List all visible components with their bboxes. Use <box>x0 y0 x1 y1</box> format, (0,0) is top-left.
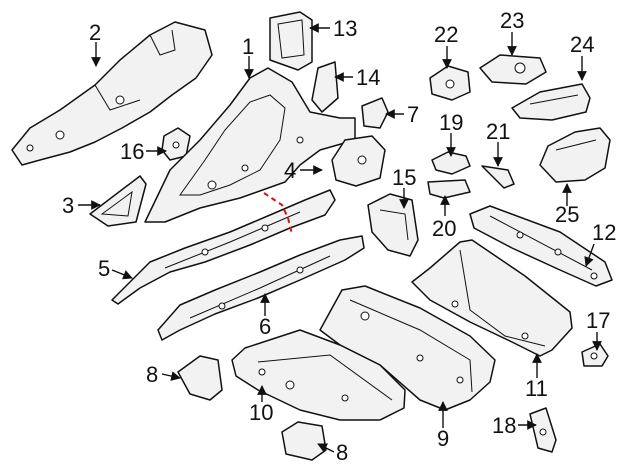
callout-3: 3 <box>62 193 74 218</box>
callout-25: 25 <box>555 202 579 227</box>
part-7-bracket <box>361 97 389 129</box>
callout-19: 19 <box>439 110 463 135</box>
callout-18: 18 <box>492 413 516 438</box>
callout-21: 21 <box>486 119 510 144</box>
callout-20: 20 <box>432 216 456 241</box>
callout-23: 23 <box>500 8 524 33</box>
part-24-bracket <box>511 83 591 121</box>
part-25-trunk-pan-extension <box>539 127 611 183</box>
part-3-bracket <box>89 175 147 227</box>
callout-10: 10 <box>249 400 273 425</box>
callout-9: 9 <box>437 426 449 451</box>
part-1-quarter-inner-panel <box>144 67 356 223</box>
callout-16: 16 <box>120 139 144 164</box>
callout-22: 22 <box>434 22 458 47</box>
callout-1: 1 <box>242 34 254 59</box>
part-11-rear-floor-panel <box>411 239 573 357</box>
part-22-bracket <box>429 65 471 101</box>
callout-11: 11 <box>525 376 548 401</box>
callout-24: 24 <box>570 32 594 57</box>
callout-8-upper: 8 <box>146 362 158 387</box>
part-18-bracket <box>529 407 557 453</box>
part-23-bracket <box>479 54 547 85</box>
callout-4: 4 <box>284 158 296 183</box>
callout-12: 12 <box>592 220 616 245</box>
part-12-panel <box>469 205 613 287</box>
callout-17: 17 <box>586 308 610 333</box>
callout-2: 2 <box>89 20 101 45</box>
part-4-bracket <box>331 135 386 187</box>
part-9-floor-pan <box>319 285 496 411</box>
part-8-upper-bracket <box>177 355 223 401</box>
callout-15: 15 <box>392 165 416 190</box>
part-2-rear-wheelhouse-extension <box>11 21 213 166</box>
part-10-floor-pan <box>231 329 406 421</box>
part-6-rear-rail-extension <box>157 235 365 341</box>
callout-13: 13 <box>333 16 357 41</box>
part-17-bracket <box>581 343 609 367</box>
callout-8-lower: 8 <box>336 440 348 465</box>
part-15-module <box>367 193 419 257</box>
part-14-bracket <box>311 61 339 113</box>
callout-14: 14 <box>356 65 380 90</box>
callout-7: 7 <box>407 102 419 127</box>
callout-6: 6 <box>259 314 271 339</box>
callout-labels: 1 2 3 4 5 6 7 8 8 9 10 11 12 13 14 15 16… <box>62 8 616 465</box>
part-5-rear-rail <box>111 189 336 305</box>
part-20-bracket <box>427 179 471 199</box>
cut-line <box>263 192 293 235</box>
leader-lines <box>78 23 602 453</box>
callout-5: 5 <box>98 256 110 281</box>
part-8-lower-bracket <box>281 421 327 461</box>
part-21-bracket <box>481 165 515 189</box>
part-13-bracket <box>269 11 313 71</box>
